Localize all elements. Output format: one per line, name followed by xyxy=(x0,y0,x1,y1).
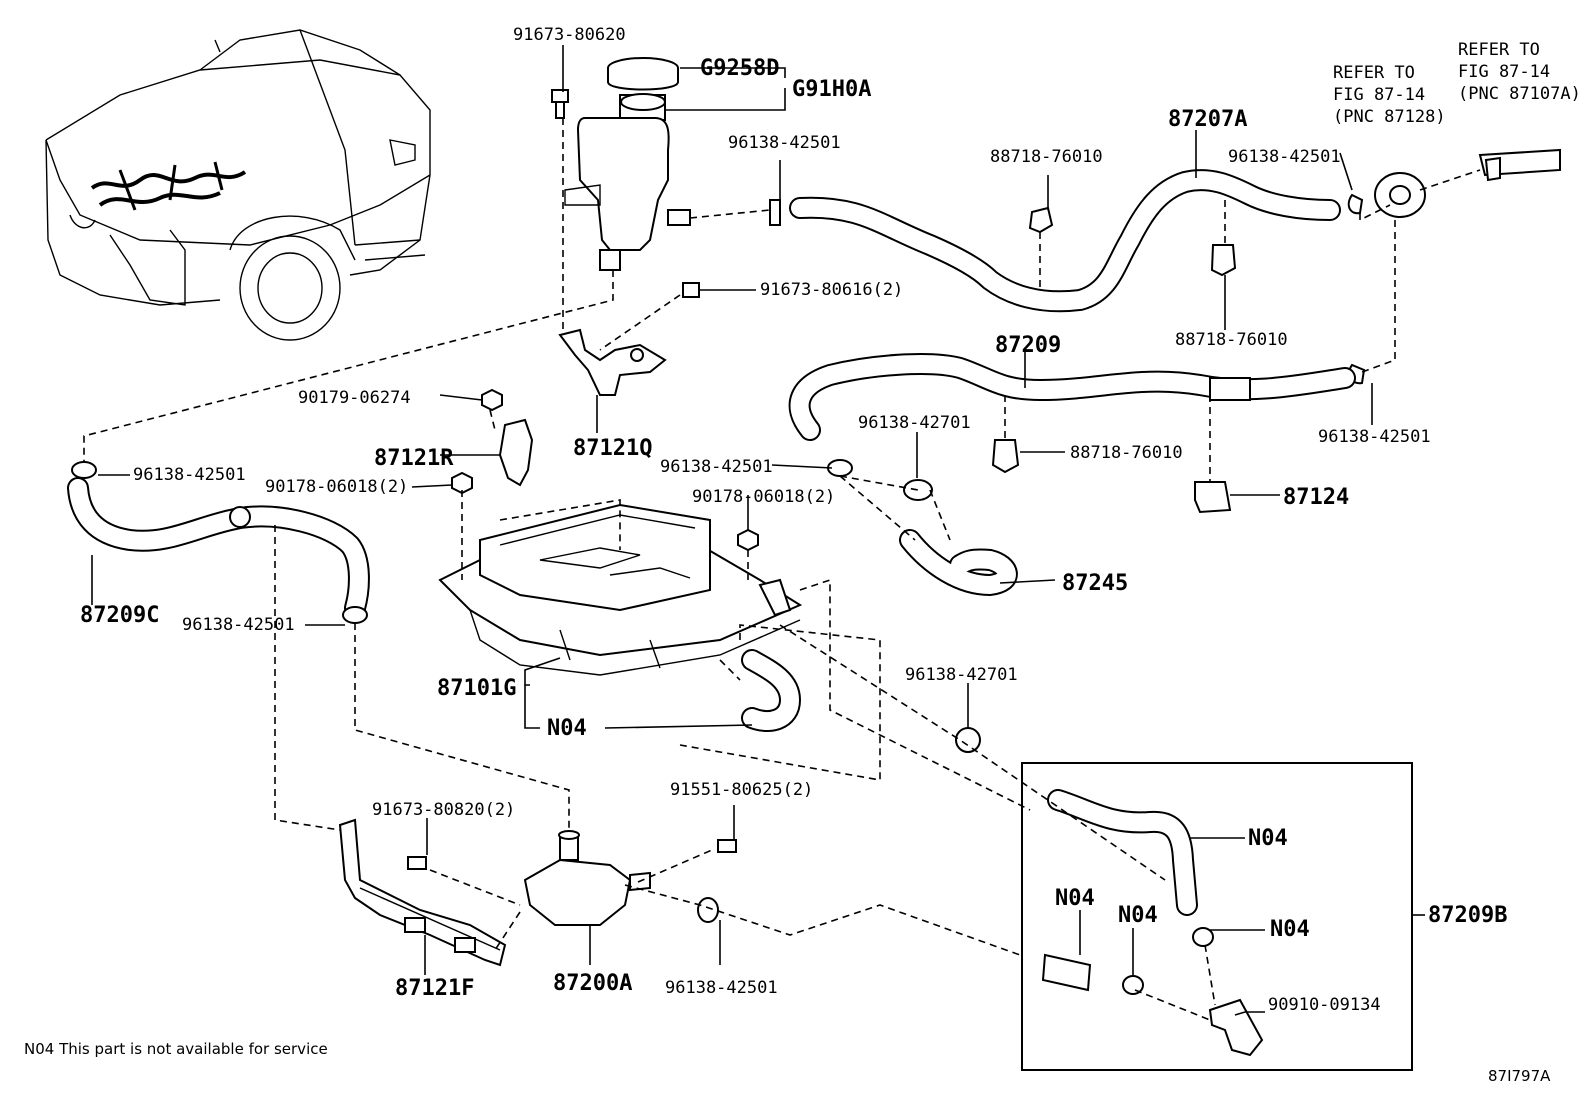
bolt-icon xyxy=(407,839,737,870)
label-87245: 87245 xyxy=(1062,571,1128,596)
clip-icon xyxy=(1028,206,1054,234)
label-87209b: 87209B xyxy=(1428,903,1507,928)
vehicle-illustration xyxy=(45,29,431,341)
label-91673-80820: 91673-80820(2) xyxy=(372,800,515,820)
clip-icon xyxy=(1210,244,1237,277)
label-90910-09134: 90910-09134 xyxy=(1268,995,1381,1015)
label-refer1-line2: FIG 87-14 xyxy=(1333,85,1425,105)
label-n04-main: N04 xyxy=(547,716,587,741)
label-n04-box-3: N04 xyxy=(1118,903,1158,928)
sensor-87124 xyxy=(1194,481,1232,514)
pipe-icon xyxy=(1478,148,1561,182)
reservoir-tank xyxy=(564,57,691,271)
label-96138-42701-a: 96138-42701 xyxy=(858,413,971,433)
clamp-icon xyxy=(827,459,981,753)
label-96138-42501-right: 96138-42501 xyxy=(1318,427,1431,447)
bracket-87121f xyxy=(338,818,507,967)
connection-lines xyxy=(83,118,1481,1021)
nut-icon xyxy=(451,388,759,552)
label-96138-42501-bottom: 96138-42501 xyxy=(665,978,778,998)
label-87209: 87209 xyxy=(995,333,1061,358)
label-87124: 87124 xyxy=(1283,485,1349,510)
inverter-87101g xyxy=(438,503,803,676)
clip-icon xyxy=(991,439,1020,474)
bracket-87121r xyxy=(498,418,534,487)
label-87101g: 87101G xyxy=(437,676,516,701)
label-91673-80616: 91673-80616(2) xyxy=(760,280,903,300)
label-96138-42501-mid: 96138-42501 xyxy=(660,457,773,477)
hose-n04 xyxy=(741,649,801,732)
label-96138-42701-b: 96138-42701 xyxy=(905,665,1018,685)
label-refer2-line1: REFER TO xyxy=(1458,40,1540,60)
label-87121r: 87121R xyxy=(374,446,454,471)
kit-87209b-box xyxy=(1021,762,1413,1071)
grommet-icon xyxy=(1374,172,1426,218)
label-refer1-line1: REFER TO xyxy=(1333,63,1415,83)
label-96138-42501-top: 96138-42501 xyxy=(728,133,841,153)
clamp-icon xyxy=(71,461,368,624)
footnote: N04 This part is not available for servi… xyxy=(24,1040,328,1058)
label-96138-42501-lowleft: 96138-42501 xyxy=(182,615,295,635)
bracket-87121q xyxy=(558,328,667,396)
label-87207a: 87207A xyxy=(1168,107,1247,132)
label-refer2-line2: FIG 87-14 xyxy=(1458,62,1550,82)
label-refer2-line3: (PNC 87107A) xyxy=(1458,84,1581,104)
label-87121f: 87121F xyxy=(395,976,474,1001)
label-90178-06018-left: 90178-06018(2) xyxy=(265,477,408,497)
bolt-icon xyxy=(551,89,569,119)
label-87209c: 87209C xyxy=(80,603,159,628)
label-87200a: 87200A xyxy=(553,971,632,996)
label-n04-box-4: N04 xyxy=(1270,917,1310,942)
bolt-icon xyxy=(682,282,700,298)
label-96138-42501-left: 96138-42501 xyxy=(133,465,246,485)
leader-lines xyxy=(91,45,1425,1016)
pump-87200a xyxy=(523,830,651,926)
label-90179-06274: 90179-06274 xyxy=(298,388,411,408)
hose-87209c xyxy=(67,477,370,619)
label-n04-box-2: N04 xyxy=(1055,886,1095,911)
diagram-id: 87I797A xyxy=(1488,1067,1551,1085)
hose-87245 xyxy=(899,529,1018,596)
label-g91h0a: G91H0A xyxy=(792,77,871,102)
label-91551-80625: 91551-80625(2) xyxy=(670,780,813,800)
hose-87209 xyxy=(788,353,1356,441)
label-refer1-line3: (PNC 87128) xyxy=(1333,107,1446,127)
label-96138-42501-tr: 96138-42501 xyxy=(1228,147,1341,167)
clamp-icon xyxy=(697,897,719,923)
label-g9258d: G9258D xyxy=(700,56,779,81)
label-88718-76010-low: 88718-76010 xyxy=(1070,443,1183,463)
hose-87207a xyxy=(789,169,1341,313)
label-88718-76010-mid: 88718-76010 xyxy=(1175,330,1288,350)
label-90178-06018-right: 90178-06018(2) xyxy=(692,487,835,507)
label-87121q: 87121Q xyxy=(573,436,652,461)
label-n04-box-1: N04 xyxy=(1248,826,1288,851)
label-91673-80620: 91673-80620 xyxy=(513,25,626,45)
label-88718-76010-top: 88718-76010 xyxy=(990,147,1103,167)
hose-n04-box xyxy=(1041,789,1264,1057)
